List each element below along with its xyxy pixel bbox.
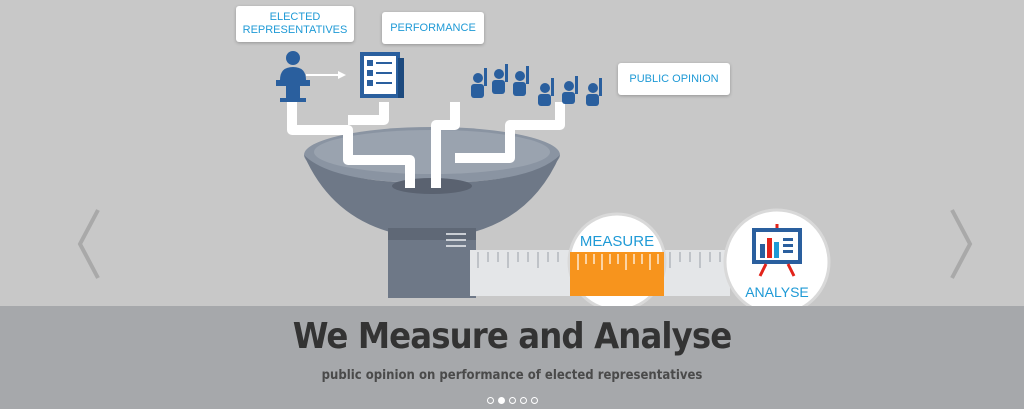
elected-representatives-text: ELECTED REPRESENTATIVES <box>242 11 348 36</box>
performance-text: PERFORMANCE <box>390 21 476 34</box>
elected-representatives-label: ELECTED REPRESENTATIVES <box>236 6 354 42</box>
slide-dot[interactable] <box>508 397 516 404</box>
slide-dot[interactable] <box>497 397 505 404</box>
measure-magnifier <box>567 212 667 306</box>
pipes <box>287 102 565 188</box>
slide-pager <box>0 397 1024 404</box>
next-slide-button[interactable] <box>948 208 974 280</box>
chart-easel-icon <box>723 208 831 306</box>
chevron-left-icon <box>77 209 100 279</box>
measure-label: MEASURE <box>579 233 655 250</box>
public-opinion-label: PUBLIC OPINION <box>618 63 730 95</box>
chevron-right-icon <box>950 209 973 279</box>
analyse-label: ANALYSE <box>745 284 809 300</box>
slide-dot[interactable] <box>530 397 538 404</box>
slide-headline: We Measure and Analyse <box>292 316 732 357</box>
checklist-icon <box>360 52 404 98</box>
slide-subheadline: public opinion on performance of elected… <box>321 368 703 383</box>
infographic <box>276 51 831 306</box>
performance-label: PERFORMANCE <box>382 12 484 44</box>
speaker-podium-icon <box>276 51 310 102</box>
public-opinion-text: PUBLIC OPINION <box>629 72 719 85</box>
slide-dot[interactable] <box>486 397 494 404</box>
caption-band <box>0 306 1024 409</box>
crowd-raised-hands-icon <box>471 64 602 106</box>
slide-dot[interactable] <box>519 397 527 404</box>
previous-slide-button[interactable] <box>76 208 102 280</box>
